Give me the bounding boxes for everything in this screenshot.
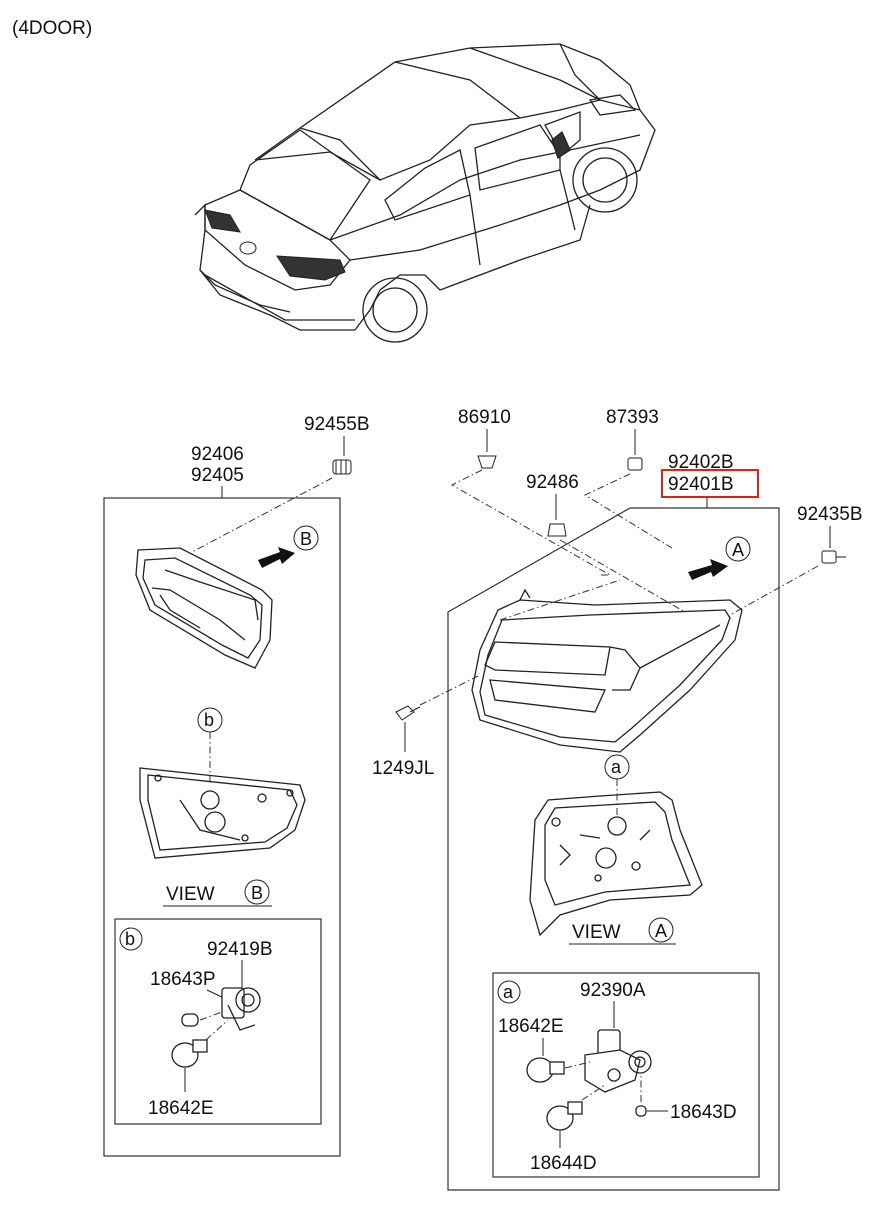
bulb-18643D-icon [635, 1105, 647, 1117]
view-a-letter: A [655, 921, 667, 941]
subbox-b-circle [119, 927, 143, 951]
inner-lamp-drawing [135, 547, 273, 669]
callout-B-circle [293, 525, 319, 551]
callout-A-circle [725, 536, 751, 562]
part-label-18642E-b: 18642E [148, 1098, 214, 1119]
nut-87393-icon [627, 457, 643, 471]
view-b-letter: B [251, 883, 263, 903]
dash-18644D [581, 1084, 606, 1101]
outer-lamp-drawing [471, 588, 743, 753]
view-a-word: VIEW [572, 922, 621, 943]
subbox-a-circle [497, 980, 521, 1004]
part-label-92390A: 92390A [580, 980, 646, 1001]
part-label-92419B: 92419B [207, 939, 273, 960]
part-label-87393: 87393 [606, 407, 659, 428]
dash-92455B [191, 477, 333, 553]
inner-lamp-box [103, 497, 341, 1157]
car-emblem [239, 241, 257, 255]
bulb-18642E-a-icon [526, 1057, 565, 1083]
car-illustration [194, 43, 656, 343]
part-label-92402B: 92402B [668, 452, 734, 473]
grommet-92486-icon [547, 523, 567, 537]
socket-92390A-icon [584, 1029, 652, 1093]
callout-b-letter: b [204, 710, 214, 730]
part-label-92435B: 92435B [797, 504, 863, 525]
dash-87393 [583, 473, 673, 549]
view-a-drawing [529, 791, 703, 937]
dash-18642E-a [564, 1061, 591, 1069]
bulb-box-a [492, 972, 760, 1178]
screw-92455B-icon [332, 459, 352, 475]
car-tail-light-left [204, 209, 241, 233]
view-b-arrow-icon [258, 547, 295, 568]
dash-18642E-b [205, 1019, 229, 1041]
part-label-18644D: 18644D [530, 1153, 597, 1174]
dash-outer-lamp-top [499, 579, 621, 621]
part-label-92455B: 92455B [304, 414, 370, 435]
dash-92435B [729, 565, 819, 616]
part-label-1249JL: 1249JL [372, 758, 434, 779]
view-a-arrow-icon [688, 559, 728, 580]
dash-92486 [559, 539, 686, 613]
screw-92435B-icon [821, 550, 846, 564]
part-label-92405: 92405 [191, 465, 244, 486]
clip-86910-icon [477, 455, 497, 469]
view-a-circle [648, 917, 674, 943]
view-b-word: VIEW [166, 884, 215, 905]
dash-1249JL [419, 674, 481, 706]
view-b-circle [244, 879, 270, 905]
callout-A-letter: A [732, 540, 744, 560]
dash-18643P [199, 1011, 223, 1021]
part-label-92486: 92486 [526, 472, 579, 493]
subbox-b-letter: b [125, 929, 135, 949]
callout-B-letter: B [300, 529, 312, 549]
part-label-92406: 92406 [191, 444, 244, 465]
part-label-86910: 86910 [458, 407, 511, 428]
view-b-drawing [139, 767, 306, 859]
part-label-18643P: 18643P [150, 969, 216, 990]
outer-lamp-box [447, 507, 780, 1191]
variant-label: (4DOOR) [12, 18, 92, 39]
bulb-18642E-b-icon [171, 1039, 208, 1068]
screw-1249JL-icon [395, 705, 421, 721]
socket-92419B-icon [221, 987, 261, 1031]
part-label-18643D: 18643D [670, 1102, 737, 1123]
callout-a-letter: a [611, 757, 622, 777]
dash-86910 [450, 469, 612, 576]
bulb-18644D-icon [546, 1101, 583, 1131]
bulb-18643P-icon [181, 1013, 199, 1027]
part-label-92401B: 92401B [668, 474, 734, 495]
subbox-a-letter: a [503, 982, 514, 1002]
part-label-18642E-a: 18642E [498, 1016, 564, 1037]
car-tail-light-right [276, 255, 346, 281]
highlight-92401B [661, 469, 759, 498]
bulb-box-b [114, 918, 322, 1125]
